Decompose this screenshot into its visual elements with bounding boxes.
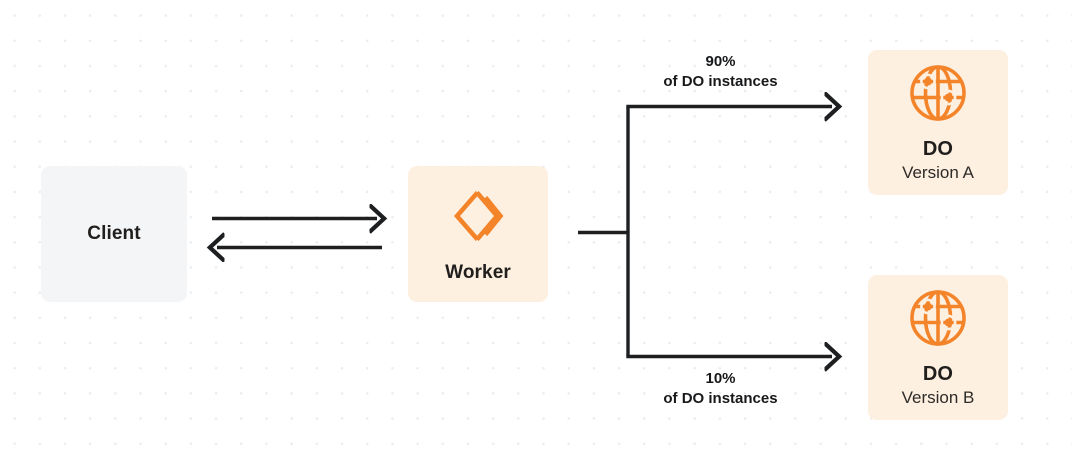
edge-a-percent: 90% [705, 53, 736, 70]
edge-b-description: of DO instances [663, 390, 778, 408]
globe-icon [906, 286, 970, 355]
edge-label-do-b: 10% of DO instances [628, 369, 813, 409]
cloudflare-workers-icon [447, 185, 509, 252]
worker-node-label: Worker [445, 261, 511, 283]
durable-object-a-node: DO Version A [868, 50, 1008, 195]
durable-object-b-label: DO [922, 362, 954, 385]
durable-object-a-label: DO [922, 137, 954, 160]
globe-icon [906, 61, 970, 130]
durable-object-b-node: DO Version B [868, 275, 1008, 420]
edge-worker-fork [578, 107, 630, 356]
edge-label-do-a: 90% of DO instances [628, 52, 813, 92]
client-node-label: Client [87, 223, 141, 245]
edge-b-percent: 10% [705, 370, 736, 387]
durable-object-b-version: Version B [901, 387, 975, 407]
durable-object-a-version: Version A [902, 162, 974, 182]
client-node: Client [41, 166, 187, 302]
edge-a-description: of DO instances [663, 73, 778, 91]
worker-node: Worker [408, 166, 548, 302]
